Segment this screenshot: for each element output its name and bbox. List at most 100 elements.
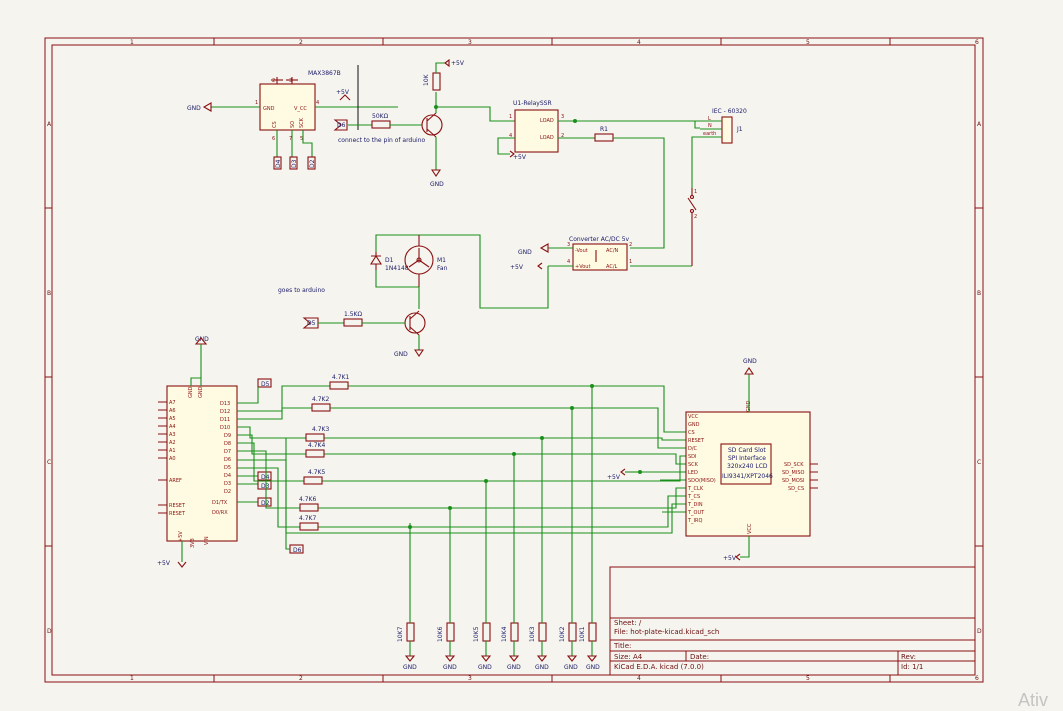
arduino-pin-reset: RESET [169,503,186,509]
gnd-label: GND [535,664,549,671]
arduino-pin-d12: D12 [220,409,230,415]
net-flag-d5 [302,317,319,329]
supply-label: +5V [336,89,350,96]
outer-frame [44,37,984,683]
lcd-title-3: 320x240 LCD [727,463,768,470]
net-d5: D5 [261,381,270,388]
col-label: 5 [806,39,810,46]
lcd-right-stubs [810,463,818,489]
arduino-gnd-pin: GND [188,386,194,398]
lcd-title-2: SPI Interface [728,455,766,462]
col-label: 6 [975,675,979,682]
arduino-pin-a5: A5 [169,416,176,422]
converter-pin: 2 [629,242,632,248]
row-label: C [977,459,981,466]
arduino-pin-d8: D8 [224,441,231,447]
col-label: 2 [299,675,303,682]
max-pin-num: 1 [255,100,258,106]
tb-id: Id: 1/1 [901,663,923,671]
converter-pin: 4 [567,259,570,265]
mains-switch[interactable]: 1 2 [630,188,697,267]
row-label: C [47,459,51,466]
arduino-left-stubs [158,401,167,514]
res-50k-value: 50KΩ [372,113,389,120]
gnd-label: GND [394,351,408,358]
switch-pin: 1 [694,189,697,195]
arduino-pin-d1: D1/TX [212,500,228,506]
arduino-nano[interactable]: GND GND GND A7 A6 A5 A4 A3 A2 A1 A0 AREF… [157,336,304,568]
row-label: D [47,628,52,635]
relay-body [514,109,559,153]
arduino-pin-d5: D5 [224,465,231,471]
converter-body [572,243,628,271]
max-ref: MAX3867B [308,70,341,77]
lcd-pin-sd-mosi: SD_MOSI [782,478,804,484]
arduino-pin-a4: A4 [169,424,176,430]
relay-load2: LOAD [540,135,554,141]
pulldown-resistors: 10K7 GND 10K6 GND 10K5 GND 10K4 GND 10K3… [397,523,600,671]
relay-driver[interactable]: D6 50KΩ connect to the pin of arduino GN… [333,58,515,188]
iec-n: N [708,123,712,129]
arduino-pin-a2: A2 [169,440,176,446]
arduino-pin-a7: A7 [169,400,176,406]
tb-title: Title: [613,642,631,650]
row-label: A [977,121,982,128]
pullup-2: 4.7K2 [312,396,329,403]
col-label: 1 [130,675,134,682]
converter-vout-pos: +Vout [575,264,590,270]
relay-ref: U1-RelaySSR [513,100,552,107]
pulldown-6: 10K6 [437,626,444,642]
gnd-label: GND [564,664,578,671]
arduino-pin-d2: D2 [224,489,231,495]
res-1k5-value: 1.5KΩ [344,311,362,318]
relay-ssr[interactable]: U1-RelaySSR LOAD LOAD 1 4 3 2 +5V R1 [497,100,695,249]
fan-note: goes to arduino [278,287,325,294]
relay-load1: LOAD [540,118,554,124]
lcd-right-pins: SD_SCK SD_MISO SD_MOSI SD_CS [782,462,804,492]
fan-driver[interactable]: D1 1N4148 M1 Fan goes to arduino D5 1.5K… [278,234,549,358]
lcd-signal-bus: +5V [237,384,686,534]
lcd-module[interactable]: SD Card Slot SPI Interface 320x240 LCD I… [685,358,818,562]
max-gnd-symbol: GND [187,102,260,112]
pullup-1: 4.7K1 [332,374,349,381]
arduino-pin-aref: AREF [169,478,182,484]
diode-ref: D1 [385,257,394,264]
arduino-pin-5v: +5V [178,531,184,542]
gnd-label: GND [443,664,457,671]
supply-label: +5V [510,264,524,271]
lcd-pin-led: LED [688,470,698,476]
supply-label: +5V [723,555,737,562]
supply-label: +5V [513,154,527,161]
lcd-pin-reset: RESET [688,438,705,444]
iec-earth: earth [703,131,716,137]
arduino-pin-a6: A6 [169,408,176,414]
pulldown-1: 10K1 [579,626,586,642]
lcd-pin-sd-sck: SD_SCK [784,462,804,468]
acdc-converter[interactable]: Converter AC/DC 5v -Vout +Vout AC/N AC/L… [510,236,632,271]
arduino-pin-d11: D11 [220,417,230,423]
tb-size: Size: A4 [614,653,643,661]
supply-label: +5V [451,60,465,67]
lcd-pin-tout: T_OUT [687,510,705,516]
max-pin-sck: SCK [299,117,305,128]
max-vcc-wire: +5V [315,65,398,130]
relay-transistor [421,114,443,136]
row-label: A [47,121,52,128]
gnd-label: GND [743,358,757,365]
diode-value: 1N4148 [385,265,409,272]
converter-pin: 1 [629,259,632,265]
col-label: 1 [130,39,134,46]
lcd-pin-cs: CS [688,430,695,436]
max-pin-num: 2 [272,78,275,84]
lcd-pin-tdin: T_DIN [687,502,703,508]
res-10k-value: 10K [423,73,430,86]
arduino-pin-a1: A1 [169,448,176,454]
pulldown-4: 10K4 [501,626,508,642]
net-d2: D2 [261,500,270,507]
lcd-pin-sd-cs: SD_CS [788,486,804,492]
max-pin-num: 4 [316,100,319,106]
lcd-pin-tirq: T_IRQ [687,518,703,524]
iec-connector[interactable]: IEC - 60320 J1 L N earth [691,108,747,188]
tb-rev: Rev: [901,653,916,661]
frame-labels: 1 2 3 4 5 6 1 2 3 4 5 6 A B C D A B C D [47,39,982,682]
